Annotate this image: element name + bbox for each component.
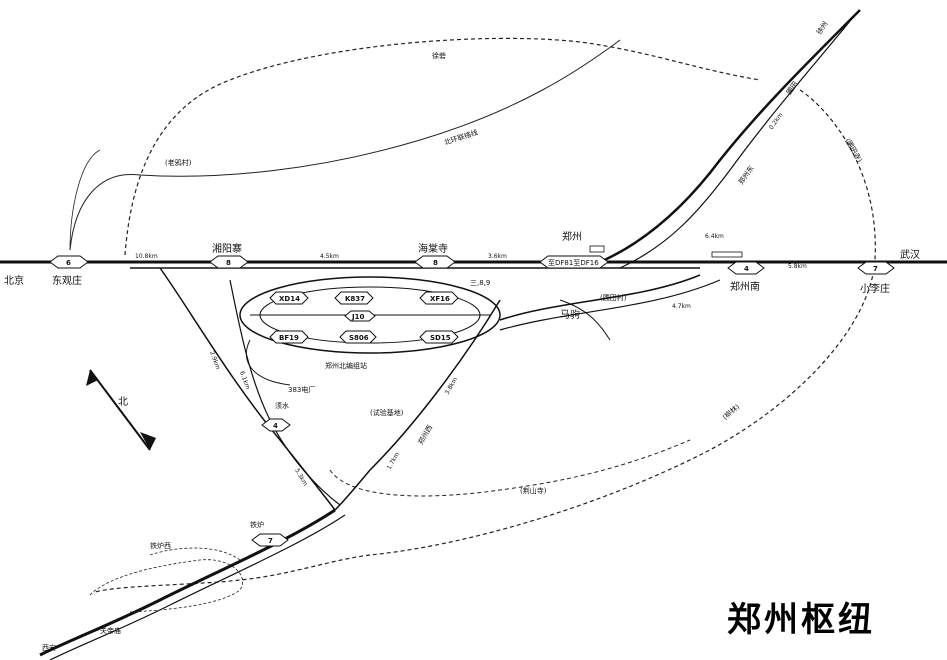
label-madu: 马驹 [560, 308, 580, 321]
yard-box-k837[interactable]: K837 [334, 291, 374, 305]
yard-box-label: K837 [345, 295, 365, 303]
north-spur [69, 149, 101, 251]
xuzhou-line [599, 9, 861, 264]
outer-loop-east [369, 89, 876, 556]
yard-box-bf19[interactable]: BF19 [269, 330, 309, 344]
station-xiaohe[interactable]: 4 [261, 418, 291, 432]
zhengzhounan-building [711, 251, 743, 258]
distance-label: 4.7km [672, 303, 691, 310]
north-arrow: 北 [86, 369, 156, 451]
distance-label: 6.4km [705, 233, 724, 240]
sw-dashed-cluster-2 [149, 547, 241, 561]
station-xiangyangsi[interactable]: 8 [209, 255, 249, 269]
distance-label: 10.8km [135, 253, 158, 260]
label-liangwangzhuang: (柳林) [721, 402, 742, 422]
distance-label: 1.7km [386, 451, 402, 471]
label-tiexi: 铁炉 [250, 520, 264, 529]
sw-trunk [39, 508, 336, 657]
label-wuhan: 武汉 [900, 248, 920, 261]
label-zhengzhou: 郑州 [562, 230, 582, 243]
distance-label: 0.2km [768, 112, 785, 132]
distance-label: 4.5km [320, 253, 339, 260]
station-zhengzhounan[interactable]: 4 [727, 261, 765, 275]
station-tiexi[interactable]: 7 [251, 533, 289, 547]
label-guanyinsi: 关帝庙 [100, 626, 121, 635]
compass-label: 北 [118, 396, 128, 408]
label-xiaolizhuang: 小李庄 [860, 282, 890, 295]
label-yukou: (圃田村) [600, 293, 627, 302]
zhengzhou-building [589, 245, 605, 253]
yard-box-s806[interactable]: S806 [339, 330, 377, 344]
distance-label: 5.8km [788, 263, 807, 270]
label-shiyuan: (试验基地) [370, 408, 404, 417]
station-zhengzhou[interactable]: 至DF81至DF16 [539, 255, 609, 269]
station-number: 6 [66, 259, 71, 267]
yard-box-xd14[interactable]: XD14 [269, 291, 309, 305]
station-dongguanzhuang[interactable]: 6 [49, 255, 89, 269]
label-hejia: 徐砦 [432, 51, 446, 60]
triangle-inner [229, 279, 341, 506]
map-title: 郑州枢纽 [727, 600, 875, 640]
yard-box-label: SD15 [430, 334, 451, 342]
station-number: 7 [873, 265, 878, 273]
label-zhengzhoudong: 郑州东 [736, 164, 755, 186]
station-number: 4 [273, 422, 278, 430]
inner-loop-south [329, 439, 691, 497]
outer-loop-sw [94, 554, 371, 593]
distance-label: 5.3km [293, 468, 309, 488]
yard-box-label: S806 [349, 334, 369, 342]
station-number: 8 [433, 259, 438, 267]
label-sanjiao: 三,8,9 [470, 279, 490, 287]
label-zhengzhouxi: 郑州西 [417, 424, 434, 446]
label-xuzhou: 徐州 [814, 20, 829, 37]
distance-label: 3.6km [488, 253, 507, 260]
triangle-left [159, 267, 336, 511]
yard-box-j10[interactable]: J10 [344, 310, 376, 322]
label-xian: 西安 [42, 643, 56, 652]
label-yard: 郑州北编组站 [325, 361, 367, 370]
sw-dashed-cluster [89, 559, 243, 613]
station-number: 7 [268, 537, 273, 545]
label-tianjia: (老鸦村) [165, 158, 192, 167]
label-tiexixi: 铁炉西 [150, 541, 171, 550]
station-number: 4 [744, 265, 749, 273]
madu-branch [559, 299, 611, 341]
label-haitangsi: 海棠寺 [418, 242, 448, 255]
yard-box-sd15[interactable]: SD15 [419, 330, 459, 344]
xuzhou-line-2 [619, 14, 856, 269]
label-zhengzhounan: 郑州南 [730, 280, 760, 293]
station-number: 8 [226, 259, 231, 267]
label-power-plant: 383电厂 [288, 385, 315, 394]
station-haitangsi[interactable]: 8 [414, 255, 456, 269]
label-xiaohe: 须水 [275, 401, 289, 410]
power-plant-branch [245, 339, 291, 386]
north-connector [69, 39, 621, 251]
outer-loop-north [124, 37, 761, 256]
yard-box-label: XD14 [279, 295, 300, 303]
south-curve-2 [499, 279, 721, 331]
yard-box-label: XF16 [430, 295, 450, 303]
label-jingshansi: (荆山寺) [520, 486, 547, 495]
south-curve [499, 274, 701, 321]
station-xiaolizhuang[interactable]: 7 [857, 261, 895, 275]
label-putianjie: (圃田寺) [843, 137, 863, 164]
sw-trunk-2 [49, 514, 346, 660]
yard-outline [239, 276, 501, 354]
yard-box-label: BF19 [279, 334, 299, 342]
label-dongguanzhuang: 东观庄 [52, 274, 82, 287]
distance-label: 3.8km [444, 376, 460, 396]
station-code: 至DF81至DF16 [548, 259, 599, 267]
label-xiangyangsi: 湘阳寨 [212, 242, 242, 255]
distance-label: 2.9km [208, 350, 221, 370]
yard-box-xf16[interactable]: XF16 [419, 291, 459, 305]
label-beijing: 北京 [4, 274, 24, 287]
yard-box-label: J10 [351, 313, 364, 321]
